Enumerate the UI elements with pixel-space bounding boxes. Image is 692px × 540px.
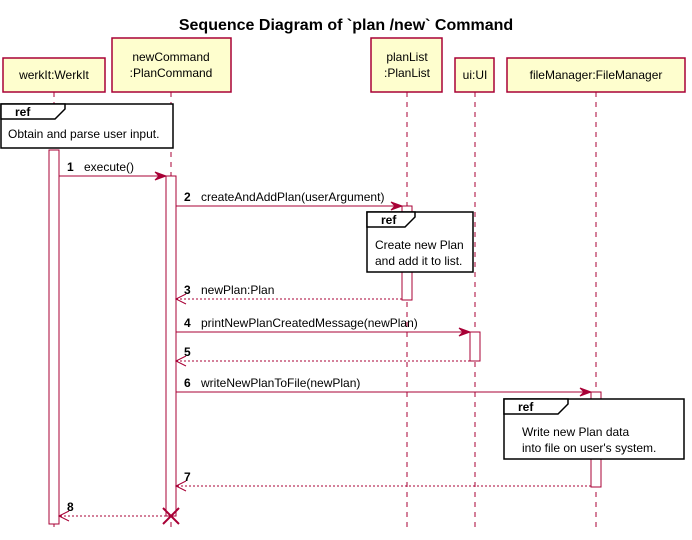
destroy-marker	[162, 507, 180, 525]
activation-werkit	[48, 149, 60, 525]
message-number: 1	[67, 160, 74, 174]
message-number: 5	[184, 345, 191, 359]
arrowhead	[174, 480, 187, 492]
participants: werkIt:WerkIt newCommand :PlanCommand planL…	[2, 37, 686, 93]
ref-text: Write new Plan data	[522, 425, 629, 439]
participant-filemanager: fileManager:FileManager	[506, 57, 686, 93]
participant-label: ui:UI	[463, 68, 488, 82]
arrowhead	[174, 355, 187, 367]
message-label: writeNewPlanToFile(newPlan)	[200, 376, 360, 390]
ref-tag-box	[503, 398, 569, 415]
diagram-title: Sequence Diagram of `plan /new` Command	[179, 17, 513, 34]
message-number: 7	[184, 470, 191, 484]
message-label: execute()	[84, 160, 134, 174]
message-8: 8	[57, 500, 166, 522]
participant-planlist: planList :PlanList	[370, 37, 443, 93]
ref-tag: ref	[518, 400, 534, 414]
ref-text: Create new Plan	[375, 238, 464, 252]
message-5: 5	[174, 345, 470, 367]
ref-text: into file on user's system.	[522, 441, 656, 455]
arrowhead	[579, 387, 593, 397]
message-label: createAndAddPlan(userArgument)	[201, 190, 384, 204]
participant-box	[454, 57, 495, 93]
participant-label: :PlanCommand	[130, 66, 213, 80]
lifelines	[53, 92, 597, 528]
participant-box	[2, 57, 106, 93]
message-number: 8	[67, 500, 74, 514]
participant-label: planList	[386, 50, 428, 64]
participant-label: newCommand	[132, 50, 209, 64]
participant-ui: ui:UI	[454, 57, 495, 93]
arrowhead	[154, 171, 168, 181]
message-number: 4	[184, 316, 191, 330]
participant-box	[111, 37, 232, 93]
messages: 1 execute() 2 createAndAddPlan(userArgument…	[57, 160, 593, 522]
message-2: 2 createAndAddPlan(userArgument)	[176, 190, 404, 211]
destroy-x-icon	[162, 507, 180, 525]
message-number: 3	[184, 283, 191, 297]
ref-tag-box	[366, 211, 416, 228]
arrowhead	[174, 293, 187, 305]
participant-label: :PlanList	[384, 66, 431, 80]
participant-box	[370, 37, 443, 93]
message-7: 7	[174, 470, 591, 492]
arrowhead	[458, 327, 472, 337]
message-1: 1 execute()	[59, 160, 168, 181]
message-3: 3 newPlan:Plan	[174, 283, 402, 305]
message-number: 2	[184, 190, 191, 204]
message-label: printNewPlanCreatedMessage(newPlan)	[201, 316, 418, 330]
participant-box	[506, 57, 686, 93]
activation-newcommand	[165, 175, 177, 517]
activation-ui	[469, 331, 481, 362]
participant-label: fileManager:FileManager	[530, 68, 663, 82]
message-number: 6	[184, 376, 191, 390]
ref-tag-box	[0, 103, 66, 120]
participant-newcommand: newCommand :PlanCommand	[111, 37, 232, 93]
message-4: 4 printNewPlanCreatedMessage(newPlan)	[176, 316, 472, 337]
ref-text: and add it to list.	[375, 254, 462, 268]
message-6: 6 writeNewPlanToFile(newPlan)	[176, 376, 593, 397]
ref-tag: ref	[15, 105, 31, 119]
ref-tag: ref	[381, 213, 397, 227]
ref-text: Obtain and parse user input.	[8, 127, 159, 141]
message-label: newPlan:Plan	[201, 283, 274, 297]
arrowhead	[390, 201, 404, 211]
participant-werkit: werkIt:WerkIt	[2, 57, 106, 93]
arrowhead	[57, 510, 70, 522]
participant-label: werkIt:WerkIt	[18, 68, 89, 82]
